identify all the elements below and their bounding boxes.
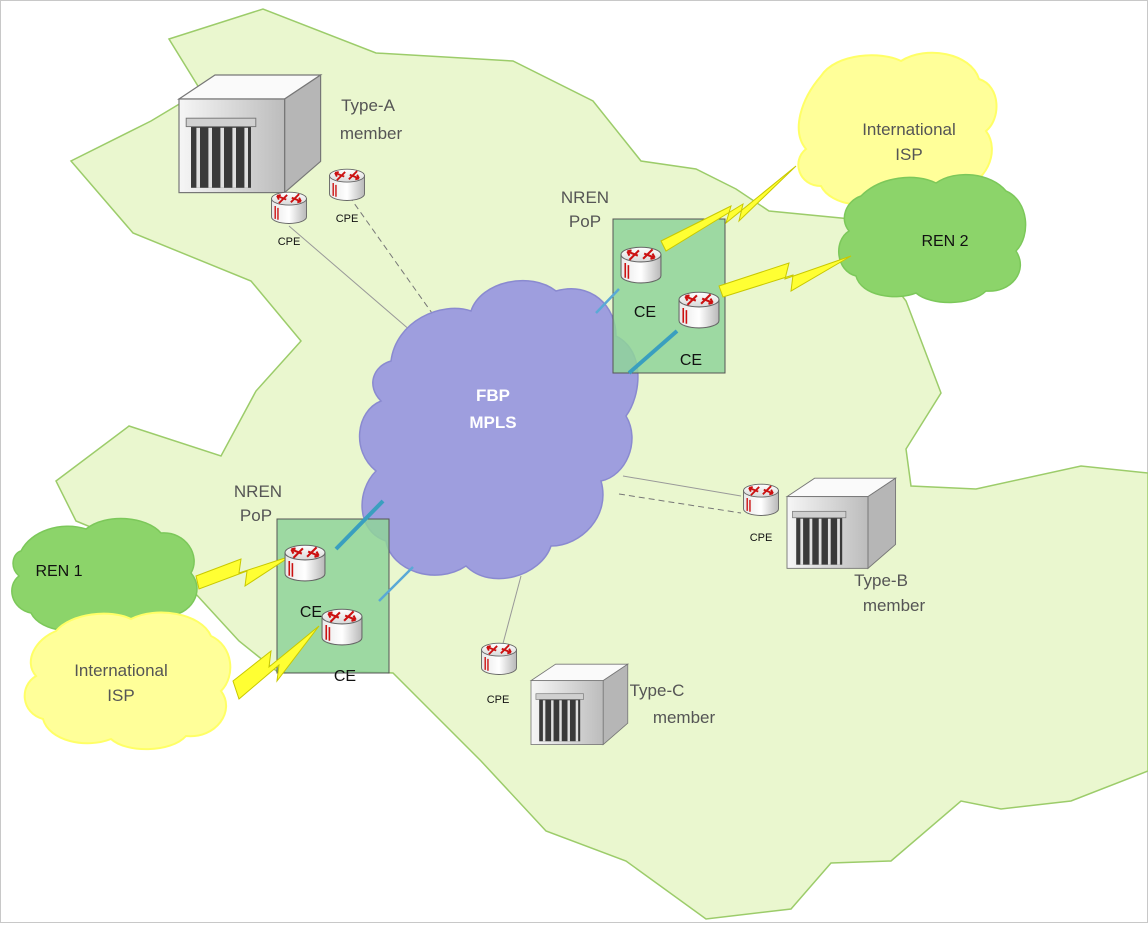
cpe-label: CPE [278, 236, 301, 248]
cloud-international-isp-west [23, 611, 232, 751]
cloud-ren-2 [838, 173, 1027, 304]
core-label-1: FBP [476, 386, 510, 405]
router-icon [677, 291, 721, 330]
cloud-label-intl-east-1: International [862, 120, 956, 139]
member-label-b-2: member [863, 596, 926, 615]
pop-title-west-1: NREN [234, 482, 282, 501]
router-icon [480, 642, 518, 676]
cpe-label: CPE [336, 213, 359, 225]
router-icon [328, 168, 366, 202]
cloud-label-intl-west-2: ISP [107, 686, 134, 705]
router-icon [283, 544, 327, 583]
member-label-c-2: member [653, 708, 716, 727]
router-icon [619, 246, 663, 285]
ce-label: CE [300, 604, 322, 621]
cloud-label-ren2: REN 2 [921, 233, 968, 250]
pop-title-west-2: PoP [240, 506, 272, 525]
pop-box-west [276, 518, 390, 674]
pop-title-east-2: PoP [569, 212, 601, 231]
cloud-label-ren1: REN 1 [35, 563, 82, 580]
link-core-type-b [622, 475, 742, 497]
building-icon [785, 476, 897, 570]
core-label-2: MPLS [469, 413, 516, 432]
router-icon [742, 483, 780, 517]
link-core-type-c [500, 575, 522, 652]
link-cpe-a1-core [288, 225, 412, 332]
lightning-link-icon [718, 255, 852, 298]
cpe-label: CPE [487, 694, 510, 706]
building-icon [529, 662, 629, 746]
link-core-type-b-backup [618, 493, 742, 514]
pop-title-east-1: NREN [561, 188, 609, 207]
router-icon [320, 608, 364, 647]
cloud-label-intl-west-1: International [74, 661, 168, 680]
link-cpe-a2-core [348, 195, 440, 324]
cloud-label-intl-east-2: ISP [895, 145, 922, 164]
lightning-link-icon [660, 165, 797, 252]
ce-label: CE [634, 304, 656, 321]
ce-label: CE [680, 352, 702, 369]
ce-label: CE [334, 668, 356, 685]
cpe-label: CPE [750, 532, 773, 544]
router-icon [270, 191, 308, 225]
uplink-east-2 [627, 329, 679, 375]
mpls-core-cloud [359, 279, 639, 580]
member-label-c-1: Type-C [630, 681, 685, 700]
member-label-a-2: member [340, 124, 403, 143]
building-icon [177, 73, 323, 195]
uplink-west-2 [378, 566, 414, 602]
member-label-a-1: Type-A [341, 96, 396, 115]
lightning-link-icon [232, 625, 320, 700]
uplink-east-1 [595, 288, 620, 314]
uplink-west-1 [334, 499, 385, 551]
lightning-link-icon [195, 555, 292, 590]
member-label-b-1: Type-B [854, 571, 908, 590]
